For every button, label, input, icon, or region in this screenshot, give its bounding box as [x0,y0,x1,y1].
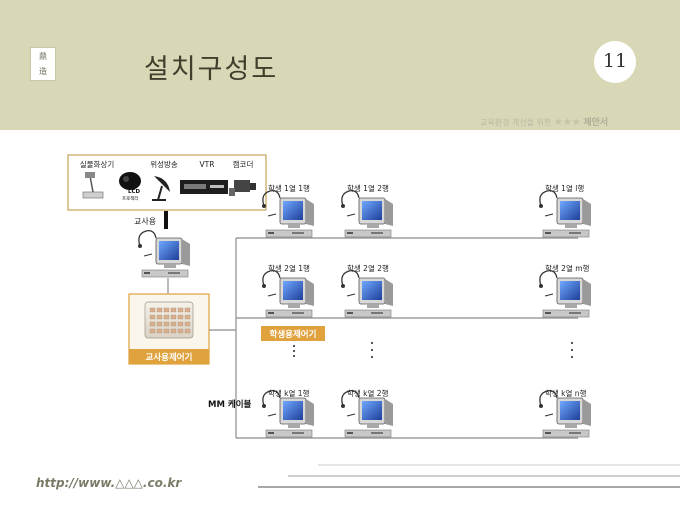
lcd-projector-icon: LCD 프로젝터 [119,172,141,202]
page-number-circle [594,41,636,83]
device-label-camcorder: 캠코더 [233,159,254,169]
student-label: 학생 2열 1행 [268,263,310,273]
student-label: 학생 2열 m행 [545,263,590,273]
teacher-label: 교사용 [134,217,156,226]
logo-char-top: 鼎 [39,52,47,61]
cable-label: MM 케이블 [208,399,252,410]
footer-line-3 [258,486,680,488]
footer-line-1 [318,464,680,466]
lcd-label-bottom: 프로젝터 [122,195,139,202]
student-label: 학생 1열 1행 [268,183,310,193]
student-workstation [340,189,394,238]
student-label: 학생 2열 2행 [347,263,389,273]
student-label: 학생 1열 2행 [347,183,389,193]
student-workstation [538,269,592,318]
vcr-icon [180,180,228,194]
device-label-satellite: 위성방송 [150,159,178,169]
student-workstation [261,189,315,238]
teacher-controller: 교사용제어기 [128,293,210,365]
teacher-workstation [137,229,191,278]
subtitle: 교육환경 개선을 위한 ★★★ 제안서 [480,115,608,128]
satellite-dish-icon [152,176,170,201]
logo: 鼎 造 [30,47,56,81]
footer-url-link[interactable]: http://www.△△△.co.kr [36,476,182,490]
page-title: 설치구성도 [144,54,279,85]
student-label: 학생 k열 n행 [545,388,587,398]
student-workstation [340,269,394,318]
teacher-controller-label: 교사용제어기 [146,352,193,363]
device-label-document-camera: 실물화상기 [80,159,115,169]
student-controller-label: 학생용제어기 [270,329,317,340]
student-controller-tag: 학생용제어기 [261,326,325,341]
header-band: 鼎 造 설치구성도 11 교육환경 개선을 위한 ★★★ 제안서 [0,0,680,130]
student-label: 학생 k열 2행 [347,388,389,398]
student-label: 학생 1열 l행 [545,183,584,193]
device-label-vtr: VTR [200,160,215,169]
camcorder-icon [229,180,256,196]
student-workstation [261,269,315,318]
device-group-box [67,154,267,211]
footer-line-2 [288,475,680,477]
logo-char-bottom: 造 [39,67,47,76]
student-workstation [538,189,592,238]
device-connector [164,211,168,229]
subtitle-suffix: 제안서 [583,118,609,128]
subtitle-prefix: 교육환경 개선을 위한 [480,118,552,127]
subtitle-stars: ★★★ [553,117,581,128]
student-label: 학생 k열 1행 [268,388,310,398]
document-camera-icon [82,172,104,199]
page-number: 11 [602,50,628,72]
vertical-ellipsis [293,342,573,358]
lcd-label-top: LCD [128,189,141,195]
network-lines [209,237,578,439]
